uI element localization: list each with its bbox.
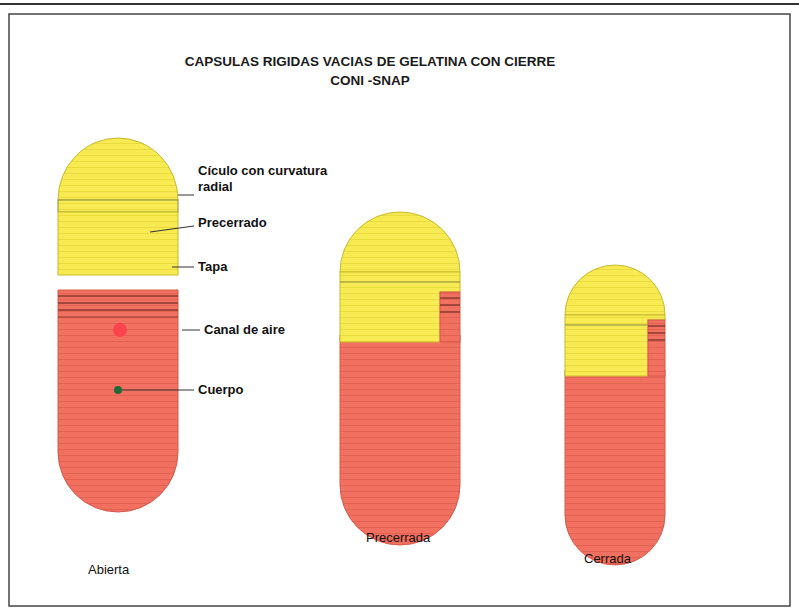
closed-capsule <box>565 265 665 565</box>
leader-lines <box>122 195 200 390</box>
open-capsule <box>58 138 178 512</box>
part-label: Cículo con curvatura radial <box>198 163 348 195</box>
part-label: Canal de aire <box>204 322 285 338</box>
part-label: Cuerpo <box>198 382 244 398</box>
part-label: Tapa <box>198 259 227 275</box>
part-label: Precerrado <box>198 215 267 231</box>
preclosed-capsule <box>340 212 460 545</box>
diagram-title: CAPSULAS RIGIDAS VACIAS DE GELATINA CON … <box>180 52 560 90</box>
state-label: Cerrada <box>584 551 631 567</box>
state-label: Abierta <box>88 562 129 578</box>
top-rule <box>0 3 799 5</box>
frame <box>9 14 790 606</box>
state-label: Precerrada <box>366 530 430 546</box>
